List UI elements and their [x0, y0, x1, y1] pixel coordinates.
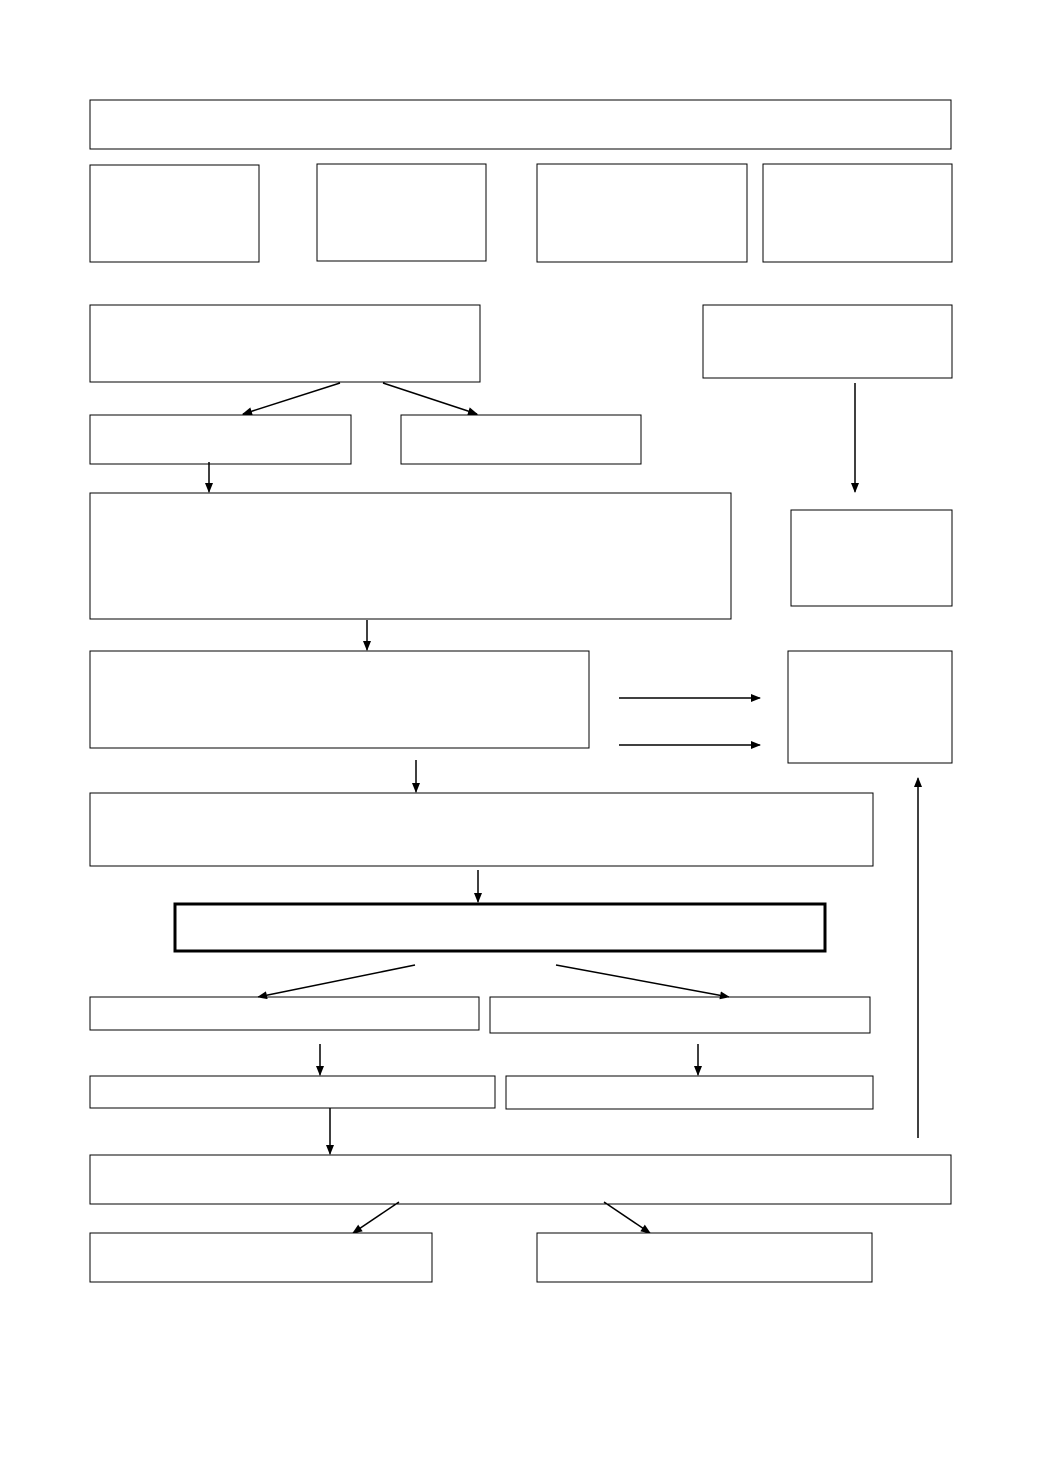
node-split-right-2	[505, 1075, 874, 1110]
node-left-main	[89, 304, 481, 383]
arrow-left-main-to-branch-right	[382, 382, 478, 415]
node-row1-c	[536, 163, 748, 263]
node-row1-d	[762, 163, 953, 263]
arrow-left-main-to-branch-left	[242, 382, 341, 416]
node-mid-process	[89, 650, 590, 749]
node-split-right-1	[489, 996, 871, 1034]
node-split-left-1	[89, 996, 480, 1031]
node-final-left	[89, 1232, 433, 1283]
node-top-banner	[89, 99, 952, 150]
arrow-decision-to-split-left	[257, 964, 416, 1000]
node-branch-left	[89, 414, 352, 465]
node-large-process	[89, 492, 732, 620]
node-decision-bar	[173, 902, 827, 953]
node-bottom-banner	[89, 1154, 952, 1205]
arrow-bottom-to-final-right	[603, 1201, 651, 1234]
arrow-decision-to-split-right	[555, 964, 730, 1000]
node-row1-b	[316, 163, 487, 262]
node-right-main	[702, 304, 953, 379]
node-row1-a	[89, 164, 260, 263]
node-branch-right	[400, 414, 642, 465]
node-wide-process	[89, 792, 874, 867]
node-right-output	[787, 650, 953, 764]
arrow-bottom-to-final-left	[352, 1201, 400, 1234]
node-split-left-2	[89, 1075, 496, 1109]
node-final-right	[536, 1232, 873, 1283]
node-right-small	[790, 509, 953, 607]
